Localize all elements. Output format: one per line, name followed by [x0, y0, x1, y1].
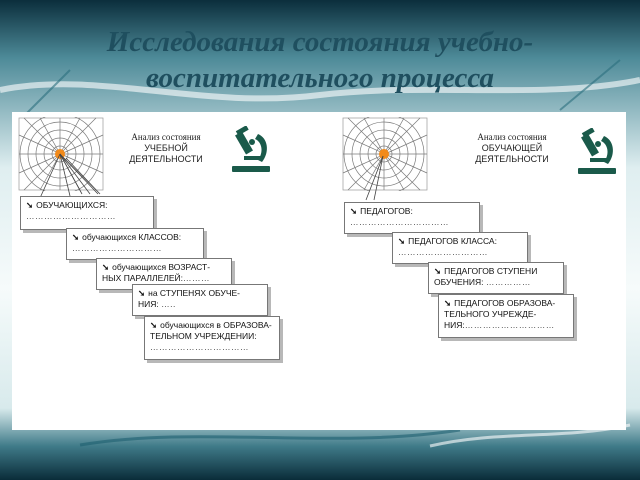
arrow-icon: ➘ [350, 206, 358, 216]
title-line-2: воспитательного процесса [145, 62, 494, 94]
microscope-icon [578, 128, 616, 174]
right-card-4-label-3: НИЯ: [444, 320, 465, 330]
right-card-teachers: ➘ПЕДАГОГОВ: …………………………… [344, 202, 480, 234]
left-card-4-label: на СТУПЕНЯХ ОБУЧЕ- [148, 288, 241, 298]
right-heading-line-1: Анализ состояния [477, 132, 547, 142]
left-connectors [39, 153, 101, 199]
right-card-4-label: ПЕДАГОГОВ ОБРАЗОВА- [454, 298, 556, 308]
right-target-diagram [342, 117, 428, 191]
right-card-3-label: ПЕДАГОГОВ СТУПЕНИ [444, 266, 538, 276]
arrow-icon: ➘ [102, 262, 110, 272]
left-heading-line-2: УЧЕБНОЙ [144, 143, 188, 153]
left-card-1-dots: ………………………… [26, 211, 116, 221]
left-card-3-dots: ……… [182, 273, 210, 283]
left-card-5-dots: …………………………… [150, 342, 249, 352]
right-heading: Анализ состояния ОБУЧАЮЩЕЙ ДЕЯТЕЛЬНОСТИ [462, 132, 562, 165]
left-heading-line-3: ДЕЯТЕЛЬНОСТИ [129, 154, 203, 164]
left-card-4-dots: ….. [161, 299, 176, 309]
right-card-1-dots: …………………………… [350, 217, 449, 227]
arrow-icon: ➘ [72, 232, 80, 242]
right-card-4-dots: ………………………… [464, 320, 555, 330]
right-card-stage-teachers: ➘ПЕДАГОГОВ СТУПЕНИ ОБУЧЕНИЯ: …………… [428, 262, 564, 294]
left-card-classes: ➘обучающихся КЛАССОВ: ………………………… [66, 228, 204, 260]
right-card-1-label: ПЕДАГОГОВ: [360, 206, 413, 216]
title-line-1: Исследования состояния учебно- [106, 26, 534, 58]
arrow-icon: ➘ [138, 288, 146, 298]
left-card-2-label: обучающихся КЛАССОВ: [82, 232, 182, 242]
right-target-center [379, 149, 389, 159]
right-heading-line-2: ОБУЧАЮЩЕЙ [481, 143, 543, 153]
left-card-students: ➘ОБУЧАЮЩИХСЯ: ………………………… [20, 196, 154, 230]
left-heading: Анализ состояния УЧЕБНОЙ ДЕЯТЕЛЬНОСТИ [116, 132, 216, 165]
right-card-2-dots: ………………………… [398, 247, 488, 257]
left-heading-line-1: Анализ состояния [131, 132, 201, 142]
slide-title: Исследования состояния учебно- воспитате… [0, 24, 640, 96]
right-card-3-label-2: ОБУЧЕНИЯ: [434, 277, 484, 287]
right-card-class-teachers: ➘ПЕДАГОГОВ КЛАССА: ………………………… [392, 232, 528, 264]
right-connectors [365, 155, 384, 201]
right-card-2-label: ПЕДАГОГОВ КЛАССА: [408, 236, 497, 246]
right-heading-line-3: ДЕЯТЕЛЬНОСТИ [475, 154, 549, 164]
right-card-3-dots: …………… [485, 277, 531, 287]
microscope-icon [232, 126, 270, 172]
left-card-5-label: обучающихся в ОБРАЗОВА- [160, 320, 272, 330]
left-card-1-label: ОБУЧАЮЩИХСЯ: [36, 200, 108, 210]
arrow-icon: ➘ [150, 320, 158, 330]
arrow-icon: ➘ [434, 266, 442, 276]
left-card-3-label-2: НЫХ ПАРАЛЛЕЛЕЙ: [102, 273, 183, 283]
left-card-institution: ➘обучающихся в ОБРАЗОВА- ТЕЛЬНОМ УЧРЕЖДЕ… [144, 316, 280, 360]
arrow-icon: ➘ [444, 298, 452, 308]
left-card-4-label-2: НИЯ: [138, 299, 159, 309]
arrow-icon: ➘ [398, 236, 406, 246]
left-card-2-dots: ………………………… [72, 243, 162, 253]
left-card-3-label: обучающихся ВОЗРАСТ- [112, 262, 211, 272]
arrow-icon: ➘ [26, 200, 34, 210]
left-card-5-label-2: ТЕЛЬНОМ УЧРЕЖДЕНИИ: [150, 331, 257, 341]
right-card-institution-teachers: ➘ПЕДАГОГОВ ОБРАЗОВА- ТЕЛЬНОГО УЧРЕЖДЕ- Н… [438, 294, 574, 338]
left-card-stages: ➘на СТУПЕНЯХ ОБУЧЕ- НИЯ: ….. [132, 284, 268, 316]
right-card-4-label-2: ТЕЛЬНОГО УЧРЕЖДЕ- [444, 309, 537, 319]
